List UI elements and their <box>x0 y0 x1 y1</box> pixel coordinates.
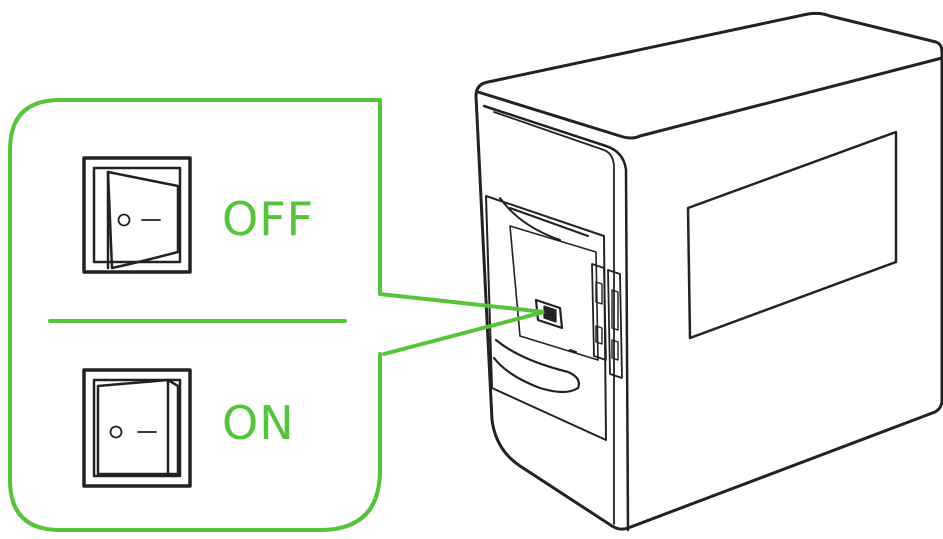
callout-frame <box>8 98 545 532</box>
rocker-switch-on-icon <box>82 368 192 488</box>
gpu-enclosure <box>474 11 943 532</box>
rocker-switch-off-icon <box>82 156 192 274</box>
on-label: ON <box>222 396 295 450</box>
off-label: OFF <box>222 192 315 246</box>
